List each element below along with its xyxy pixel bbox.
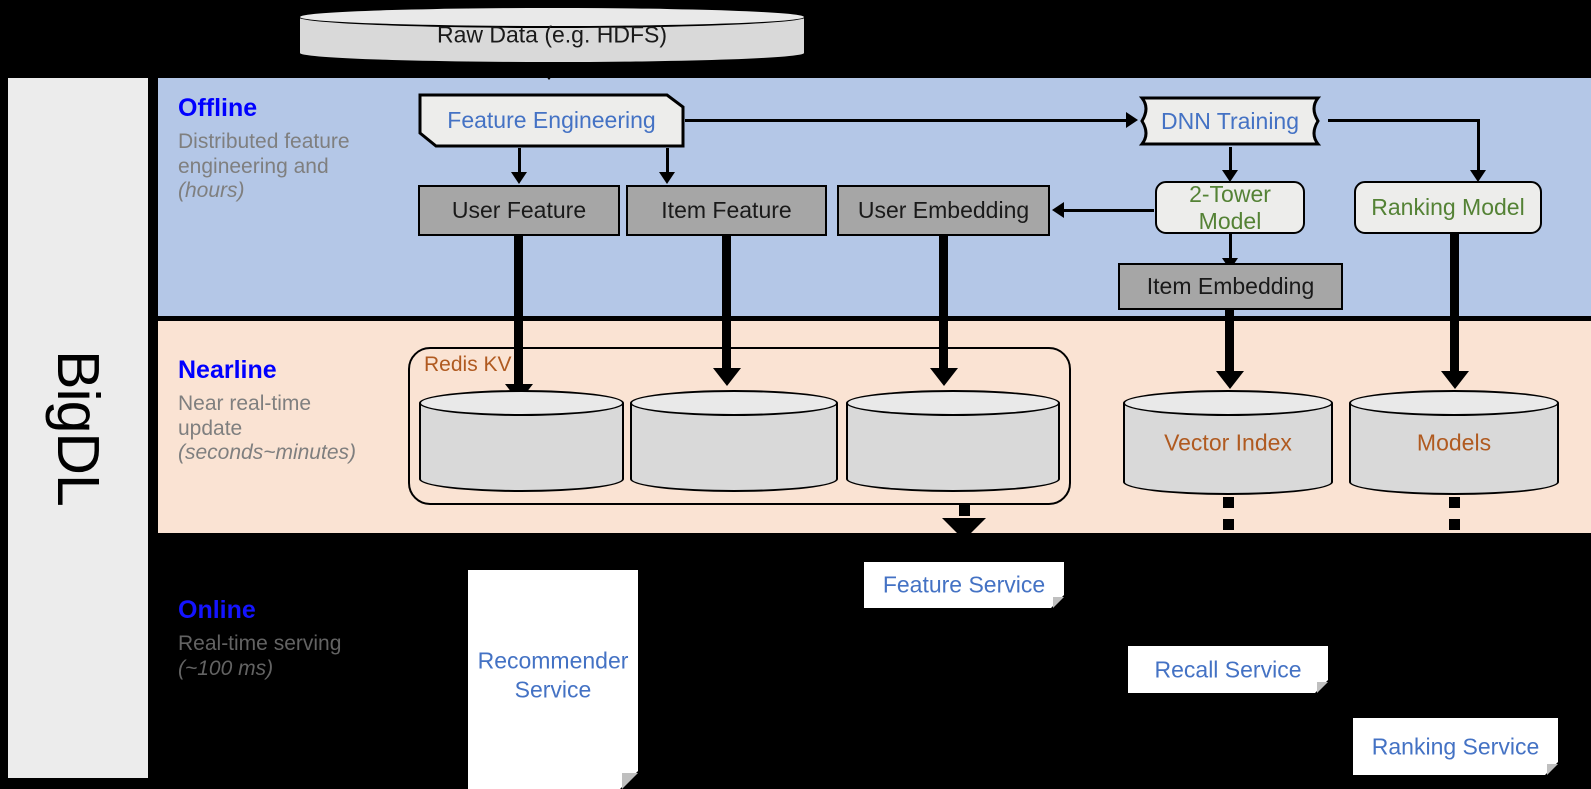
band-sub-online: Real-time serving (~100 ms) <box>178 632 358 681</box>
node-user-feature[interactable]: User Feature <box>418 185 620 236</box>
cylinder-vector-index-label: Vector Index <box>1164 429 1292 455</box>
page-fold-shade-icon <box>1317 682 1328 693</box>
band-sub-nearline-text: Near real-time update <box>178 392 312 440</box>
edge-fe-dnn-arrow <box>1126 112 1138 128</box>
node-raw-data: Raw Data (e.g. HDFS) <box>298 6 806 64</box>
node-ranking-service-label: Ranking Service <box>1371 733 1540 760</box>
edge-rawdata-fe-arrow <box>535 62 563 80</box>
page-fold-shade-icon <box>1547 764 1558 775</box>
edge-itemfeature-redis-arrow <box>713 368 741 386</box>
cylinder-user-embedding-store <box>846 390 1060 492</box>
cylinder-top <box>1349 390 1559 416</box>
group-redis-kv <box>408 347 1071 505</box>
band-caption-online: Online Real-time serving (~100 ms) <box>178 598 358 681</box>
node-dnn-training-outline <box>1138 96 1322 146</box>
edge-fe-userfeature-line <box>518 148 521 174</box>
bigdl-sidebar: BigDL <box>8 78 148 778</box>
edge-dnn-ranking-h <box>1328 119 1480 122</box>
bigdl-label: BigDL <box>45 350 111 506</box>
node-dnn-training[interactable]: DNN Training <box>1132 95 1328 147</box>
band-title-offline: Offline <box>178 94 258 122</box>
edge-twotower-useremb-arrow <box>1052 202 1064 218</box>
node-2tower-model[interactable]: 2-Tower Model <box>1155 181 1305 234</box>
edge-useremb-redis-arrow <box>930 368 958 386</box>
node-user-embedding[interactable]: User Embedding <box>837 185 1050 236</box>
edge-models-rankingsvc-dashes <box>1449 497 1460 541</box>
edge-fe-itemfeature-arrow <box>659 172 675 184</box>
cylinder-item-feature-store <box>630 390 838 492</box>
edge-rankingmodel-models-line <box>1450 234 1459 377</box>
node-ranking-service[interactable]: Ranking Service <box>1353 718 1558 775</box>
cylinder-body <box>1349 403 1559 482</box>
edge-twotower-useremb-line <box>1064 209 1154 212</box>
node-recommender-service-label: Recommender Service <box>468 646 638 704</box>
band-caption-offline: Offline Distributed feature engineering … <box>178 96 358 204</box>
cylinder-models: Models <box>1349 390 1559 495</box>
node-recall-service[interactable]: Recall Service <box>1128 646 1328 693</box>
edge-fe-itemfeature-line <box>666 148 669 174</box>
band-title-nearline: Nearline <box>178 356 277 384</box>
node-item-feature-label: Item Feature <box>661 197 792 223</box>
cylinder-vector-index: Vector Index <box>1123 390 1333 495</box>
page-fold-shade-icon <box>622 773 638 789</box>
node-user-embedding-label: User Embedding <box>857 197 1030 223</box>
cylinder-top <box>630 390 838 416</box>
node-feature-engineering-label: Feature Engineering <box>447 107 656 133</box>
node-item-feature[interactable]: Item Feature <box>626 185 827 236</box>
node-feature-service[interactable]: Feature Service <box>864 562 1064 608</box>
band-sub-online-em: (~100 ms) <box>178 656 274 680</box>
node-user-feature-label: User Feature <box>451 197 587 223</box>
node-ranking-model[interactable]: Ranking Model <box>1354 181 1542 234</box>
cylinder-top <box>298 6 806 28</box>
cylinder-top <box>1123 390 1333 416</box>
band-sub-offline: Distributed feature engineering and (hou… <box>178 130 358 204</box>
node-feature-engineering-outline <box>418 93 685 148</box>
node-raw-data-label: Raw Data (e.g. HDFS) <box>436 21 668 48</box>
band-caption-nearline: Nearline Near real-time update (seconds~… <box>178 358 358 466</box>
node-recommender-service-line2: Service <box>514 676 592 703</box>
edge-itememb-vectorindex-arrow <box>1216 371 1244 389</box>
band-sub-offline-em: (hours) <box>178 179 245 203</box>
page-fold-shade-icon <box>1053 597 1064 608</box>
edge-redis-featuresvc-arrow <box>942 518 986 540</box>
edge-dnn-ranking-v <box>1477 119 1480 172</box>
edge-itememb-vectorindex-line <box>1225 310 1234 377</box>
node-recommender-service-line1: Recommender <box>477 647 629 674</box>
node-item-embedding[interactable]: Item Embedding <box>1118 263 1343 310</box>
band-sub-offline-text: Distributed feature engineering and <box>178 130 350 178</box>
node-feature-service-label: Feature Service <box>882 571 1046 598</box>
edge-dnn-twotower-line <box>1229 147 1232 172</box>
cylinder-top <box>419 390 624 416</box>
band-sub-nearline: Near real-time update (seconds~minutes) <box>178 392 358 466</box>
node-recall-service-label: Recall Service <box>1154 656 1302 683</box>
node-item-embedding-label: Item Embedding <box>1146 273 1315 299</box>
edge-redis-featuresvc-dash <box>959 505 970 516</box>
edge-fe-userfeature-arrow <box>511 172 527 184</box>
group-redis-kv-label: Redis KV <box>424 353 512 376</box>
cylinder-top <box>846 390 1060 416</box>
edge-dnn-ranking-arrow <box>1470 170 1486 182</box>
edge-userfeature-redis-line <box>514 236 523 391</box>
cylinder-user-feature-store <box>419 390 624 492</box>
edge-vectorindex-recallsvc-dashes <box>1223 497 1234 541</box>
edge-dnn-twotower-arrow <box>1222 170 1238 182</box>
node-2tower-model-label: 2-Tower Model <box>1189 180 1271 234</box>
cylinder-body <box>1123 403 1333 482</box>
node-feature-engineering[interactable]: Feature Engineering <box>418 93 685 148</box>
edge-fe-dnn-line <box>685 119 1129 122</box>
band-sub-online-text: Real-time serving <box>178 632 342 655</box>
edge-useremb-redis-line <box>939 236 948 374</box>
node-ranking-model-label: Ranking Model <box>1371 194 1525 220</box>
edge-itemfeature-redis-line <box>722 236 731 374</box>
band-sub-nearline-em: (seconds~minutes) <box>178 441 356 465</box>
edge-rankingmodel-models-arrow <box>1441 371 1469 389</box>
edge-twotower-itememb-line <box>1229 234 1232 260</box>
cylinder-models-label: Models <box>1416 429 1492 455</box>
node-dnn-training-label: DNN Training <box>1160 107 1300 134</box>
band-title-online: Online <box>178 596 256 624</box>
node-recommender-service[interactable]: Recommender Service <box>468 570 638 789</box>
